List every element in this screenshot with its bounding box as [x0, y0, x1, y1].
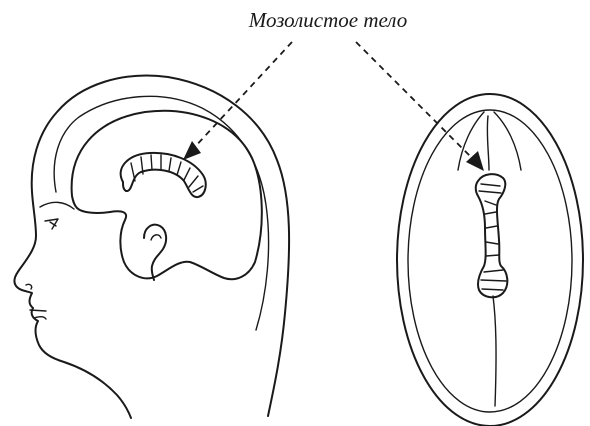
head-outline	[14, 76, 289, 418]
longitudinal-fissure	[487, 116, 489, 170]
eye-icon	[45, 219, 58, 229]
ear-inner	[151, 235, 161, 240]
pointer-arrows	[183, 42, 484, 171]
pointer-line-axial	[356, 42, 474, 160]
corpus-callosum-axial-stripes	[479, 184, 506, 290]
corpus-callosum-label: Мозолистое тело	[248, 8, 407, 32]
brain-sagittal-outline	[72, 111, 262, 279]
corpus-callosum-axial	[476, 174, 508, 297]
corpus-callosum-sagittal	[121, 153, 206, 197]
nostril	[26, 284, 32, 289]
skull-axial-inner	[408, 110, 572, 412]
skull-inner-outline	[54, 96, 268, 330]
longitudinal-fissure-lower	[493, 296, 496, 406]
skull-axial-outer	[397, 94, 583, 426]
corpus-callosum-sagittal-stripes	[131, 155, 203, 192]
brain-axial-view	[397, 94, 583, 426]
arrowhead-sagittal	[183, 141, 201, 160]
pointer-line-sagittal	[192, 42, 292, 150]
head-profile-view	[14, 76, 289, 418]
eyebrow	[40, 202, 74, 209]
hemisphere-right-edge	[494, 112, 521, 170]
